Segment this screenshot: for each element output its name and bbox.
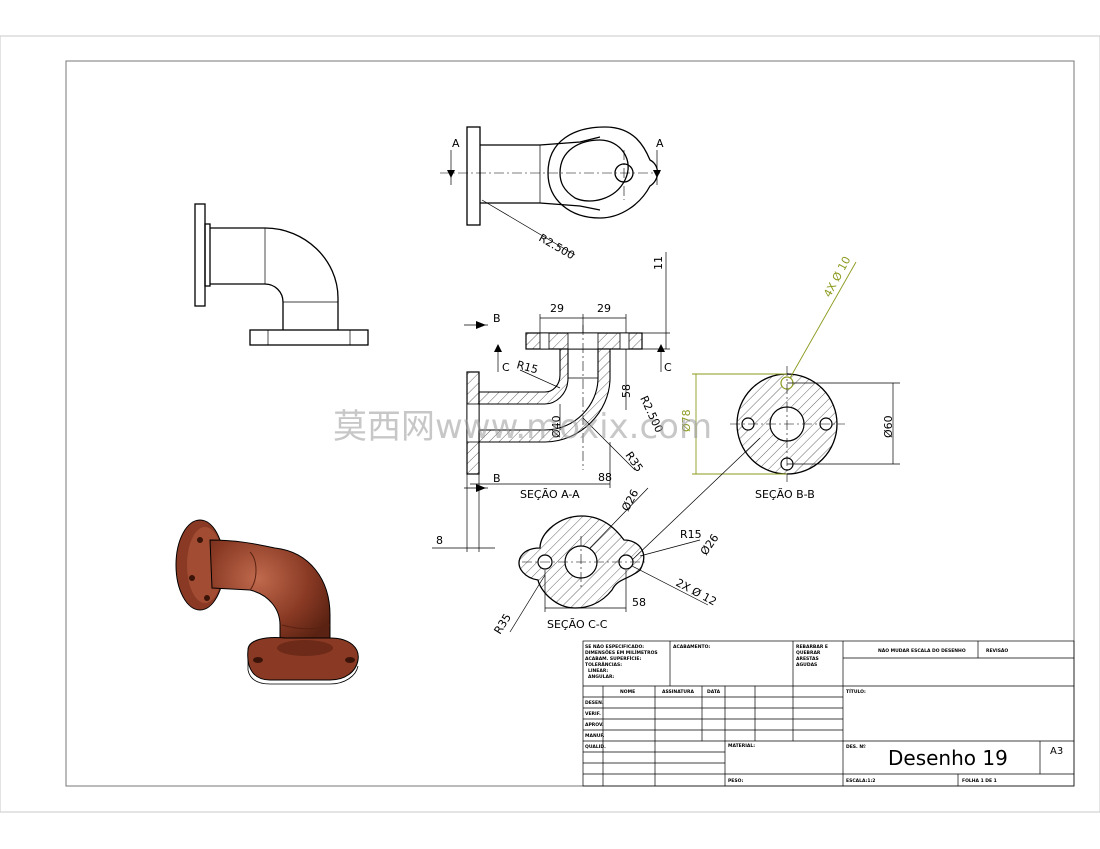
label-section-aa: SEÇÃO A-A <box>520 488 580 501</box>
tb-drawing-no-label: DES. Nº <box>846 744 866 750</box>
tb-col-nome: NOME <box>620 689 635 695</box>
cut-mark-a-left: A <box>452 137 460 150</box>
dim-58-cc: 58 <box>632 596 646 609</box>
dim-r35: R35 <box>623 449 646 474</box>
dim-r2500-top: R2.500 <box>537 231 577 262</box>
tb-scale: ESCALA:1:2 <box>846 778 875 784</box>
dim-d40: Ø40 <box>550 415 563 438</box>
dim-8: 8 <box>436 534 443 547</box>
cut-mark-b-top: B <box>493 312 501 325</box>
tb-note-5: LINEAR: <box>588 668 608 674</box>
tb-note-4: TOLERÂNCIAS: <box>585 661 622 668</box>
cut-mark-c-left: C <box>502 361 510 374</box>
dim-d78: Ø78 <box>680 409 693 432</box>
tb-edges-3: ARESTAS <box>796 656 819 662</box>
inner-border <box>65 60 1075 787</box>
section-aa: B B C C 29 29 11 R15 Ø40 58 R2.500 <box>432 252 672 552</box>
cut-mark-c-right: C <box>664 361 672 374</box>
tb-row-verif: VERIF. <box>585 711 601 717</box>
section-bb: Ø78 4X Ø 10 Ø60 SEÇÃO B-B <box>680 254 900 501</box>
tb-row-manuf: MANUF. <box>585 733 605 739</box>
tb-finish: ACABAMENTO: <box>673 644 710 650</box>
cut-mark-a-right: A <box>656 137 664 150</box>
side-view <box>194 203 369 346</box>
dim-29-right: 29 <box>597 302 611 315</box>
tb-edges-2: QUEBRAR <box>796 650 821 656</box>
dim-29-left: 29 <box>550 302 564 315</box>
watermark: 莫西网www.moxix.com <box>333 407 712 447</box>
tb-weight-label: PESO: <box>728 778 743 784</box>
top-view: A A R2.500 <box>440 126 664 262</box>
isometric-model <box>175 519 359 685</box>
dim-88: 88 <box>598 471 612 484</box>
tb-note-1: SE NÃO ESPECIFICADO: <box>585 643 644 650</box>
label-section-bb: SEÇÃO B-B <box>755 488 815 501</box>
tb-no-scale: NÃO MUDAR ESCALA DO DESENHO <box>878 647 966 654</box>
label-section-cc: SEÇÃO C-C <box>547 618 608 631</box>
tb-note-3: ACABAM. SUPERFÍCIE: <box>585 654 641 662</box>
dim-d60: Ø60 <box>882 415 895 438</box>
outer-border <box>0 35 1100 813</box>
tb-drawing-name: Desenho 19 <box>888 746 1008 770</box>
tb-col-data: DATA <box>707 689 721 695</box>
dim-r15: R15 <box>515 358 539 376</box>
note-4x-d10: 4X Ø 10 <box>821 254 853 299</box>
tb-sheet: FOLHA 1 DE 1 <box>962 778 997 784</box>
tb-row-desen: DESEN. <box>585 700 604 706</box>
section-cc: Ø26 R15 Ø26 2X Ø 12 R35 58 SEÇÃO C-C <box>492 437 761 637</box>
dim-r35-cc: R35 <box>492 611 514 636</box>
tb-edges-1: REBARBAR E <box>796 644 828 650</box>
tb-sheet-size: A3 <box>1050 746 1063 757</box>
tb-title-label: TÍTULO: <box>846 687 866 695</box>
dim-d26-top: Ø26 <box>619 487 641 513</box>
dim-58: 58 <box>620 384 633 398</box>
note-2x-d12: 2X Ø 12 <box>674 576 719 608</box>
title-block: SE NÃO ESPECIFICADO: DIMENSÕES EM MILÍME… <box>582 640 1075 787</box>
tb-row-qualid: QUALID. <box>585 744 606 750</box>
tb-row-aprov: APROV. <box>585 722 604 728</box>
dim-11: 11 <box>652 256 665 270</box>
tb-material-label: MATERIAL: <box>728 743 755 749</box>
tb-edges-4: AGUDAS <box>796 662 817 668</box>
tb-col-assinatura: ASSINATURA <box>662 689 695 695</box>
tb-note-6: ANGULAR: <box>588 674 614 680</box>
cut-mark-b-bottom: B <box>493 472 501 485</box>
tb-note-2: DIMENSÕES EM MILÍMETROS <box>585 648 658 656</box>
dim-r15-cc: R15 <box>680 528 702 541</box>
tb-revision: REVISÃO <box>986 647 1008 654</box>
